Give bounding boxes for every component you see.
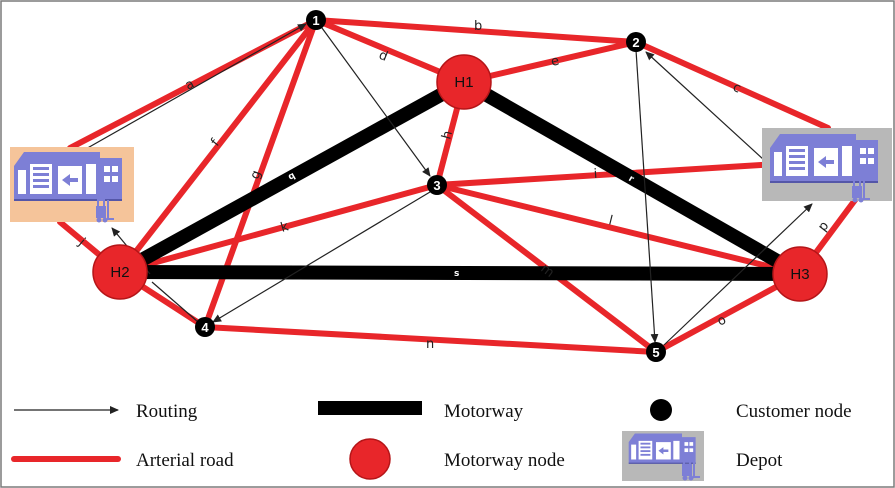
customer-node-circle — [306, 10, 326, 30]
route-5-to-depot-right — [663, 203, 813, 346]
edge-label-q: q — [287, 171, 297, 183]
customer-node-circle — [646, 342, 666, 362]
customer-node-circle — [195, 317, 215, 337]
customer-node-2: 2 — [626, 32, 646, 52]
depot-left — [10, 147, 134, 224]
edge-label-r: r — [627, 174, 636, 185]
depot-right — [762, 128, 892, 204]
arterial-road-l — [434, 182, 803, 277]
arterial-road-n — [202, 324, 659, 355]
edge-label-s: s — [454, 269, 459, 279]
depot-building-icon — [13, 151, 123, 201]
customer-node-3: 3 — [427, 175, 447, 195]
customer-node-label: 4 — [201, 320, 209, 335]
customer-node-5: 5 — [646, 342, 666, 362]
customer-node-4: 4 — [195, 317, 215, 337]
customer-node-label: 2 — [632, 35, 639, 50]
edge-label-l: l — [607, 213, 614, 228]
edge-label-k: k — [279, 219, 291, 236]
route-2-to-5 — [635, 49, 659, 343]
depot-building-icon — [769, 133, 879, 183]
arterial-road-k — [117, 182, 440, 275]
motorway-q — [116, 75, 468, 279]
motorway-node-h3: H3 — [772, 246, 828, 302]
legend-customer-node-swatch — [650, 399, 672, 421]
arterial-road-i — [434, 161, 781, 188]
legend-motorway-label: Motorway — [444, 401, 524, 422]
motorway-node-circle — [92, 244, 148, 300]
motorway-node-circle — [436, 54, 492, 110]
motorway-node-label: H2 — [110, 264, 129, 281]
legend-depot-swatch — [622, 431, 704, 482]
route-1-to-3 — [321, 27, 431, 177]
legend-motorway-node-swatch — [349, 438, 391, 480]
edge-label-e: e — [550, 53, 561, 69]
route-4-to-h2 — [151, 281, 199, 323]
route-depot-left-to-1 — [83, 23, 307, 151]
edge-label-h: h — [439, 129, 456, 141]
motorway-node-label: H3 — [790, 266, 809, 283]
motorways — [116, 75, 804, 281]
legend-routing-label: Routing — [136, 401, 198, 422]
legend: Routing Arterial road Motorway Motorway … — [11, 399, 852, 482]
customer-node-circle — [427, 175, 447, 195]
motorway-node-h1: H1 — [436, 54, 492, 110]
arterial-road-b — [313, 17, 639, 45]
motorway-node-circle — [772, 246, 828, 302]
legend-arterial-label: Arterial road — [136, 450, 234, 471]
edge-label-d: d — [377, 48, 390, 65]
legend-depot-label: Depot — [736, 450, 783, 471]
route-depot-right-to-2 — [645, 51, 765, 161]
customer-node-circle — [626, 32, 646, 52]
edge-label-i: i — [593, 167, 598, 182]
route-3-to-4 — [212, 191, 431, 323]
motorway-node-label: H1 — [454, 74, 473, 91]
customer-node-label: 5 — [652, 345, 659, 360]
customer-node-label: 1 — [312, 13, 319, 28]
edge-label-n: n — [426, 337, 434, 352]
arterial-road-e — [461, 39, 639, 85]
motorway-node-h2: H2 — [92, 244, 148, 300]
arterial-road-f — [117, 17, 319, 275]
legend-customer-node-label: Customer node — [736, 401, 852, 422]
arterial-road-c — [633, 39, 831, 131]
edge-label-b: b — [474, 19, 482, 34]
legend-motorway-node-label: Motorway node — [444, 450, 565, 471]
customer-node-label: 3 — [433, 178, 440, 193]
motorway-s — [119, 265, 801, 281]
customer-node-1: 1 — [306, 10, 326, 30]
motorway-r — [460, 75, 804, 281]
